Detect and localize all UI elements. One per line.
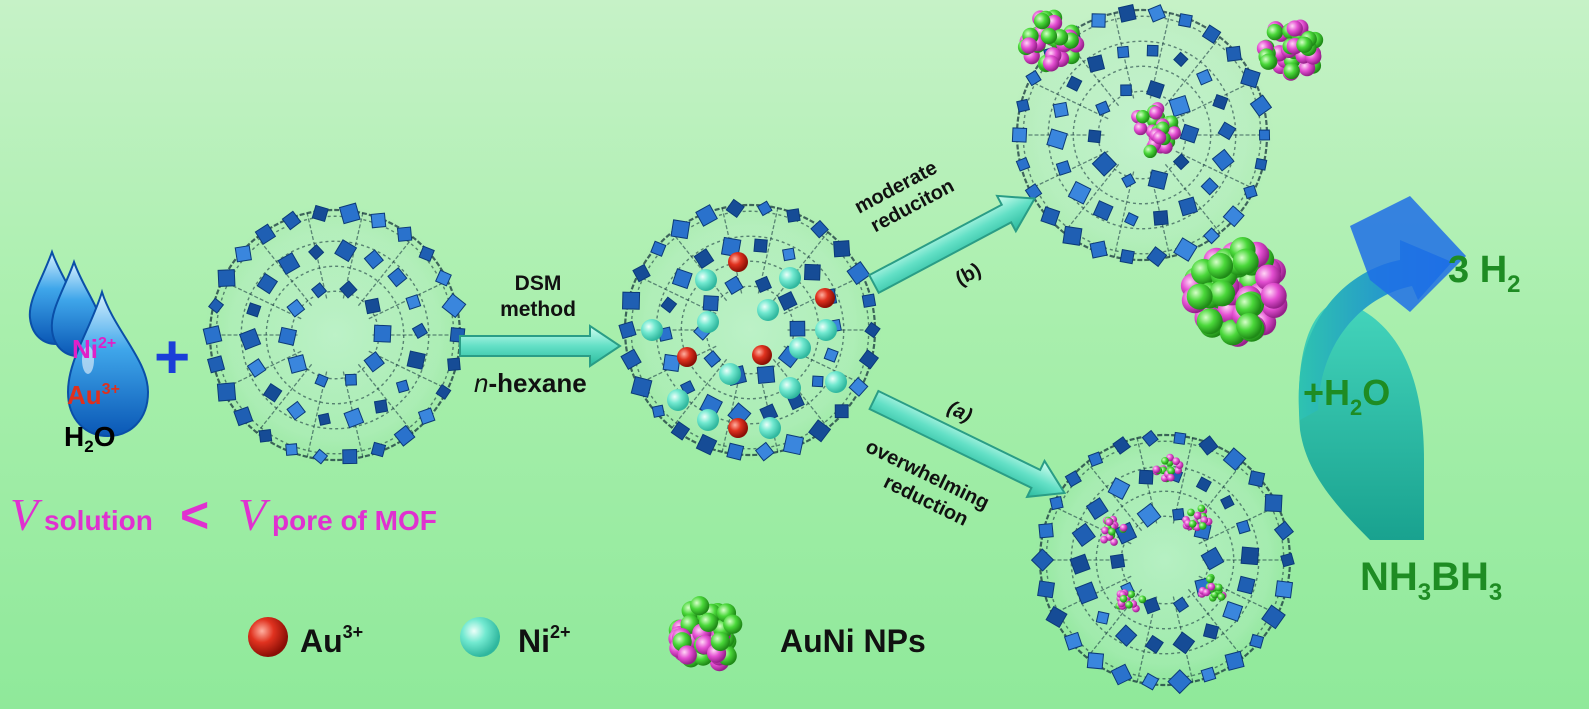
legend-np-label: AuNi NPs: [780, 623, 926, 659]
overwhelming-arrow: [868, 389, 1067, 499]
less-than-sign: <: [180, 487, 209, 543]
water-reactant: +H2O: [1303, 372, 1390, 420]
ni-ion-label: Ni2+: [72, 334, 116, 364]
solution-droplets: [28, 249, 150, 438]
legend: Au3+ Ni2+ AuNi NPs: [248, 596, 926, 672]
legend-au-sphere: [248, 617, 288, 657]
plus-sign: +: [154, 323, 190, 392]
droplet-highlight: [82, 346, 94, 374]
solvent-label: n-hexane: [474, 368, 587, 398]
path-a-tag: (a): [944, 397, 976, 428]
v-solution-subscript: solution: [44, 505, 153, 536]
legend-aunipt-cluster: [668, 596, 743, 672]
v-solution-symbol: V: [10, 489, 43, 540]
droplet-main: [66, 288, 150, 438]
volume-comparison: V solution < V pore of MOF: [10, 487, 437, 543]
method-label: method: [500, 298, 576, 321]
v-pore-subscript: pore of MOF: [272, 505, 437, 536]
hydrolysis-arrow: [1298, 196, 1466, 540]
mof-cage-overwhelming: [1030, 429, 1296, 695]
au-ion-label: Au3+: [67, 380, 120, 410]
legend-ni-sphere: [460, 617, 500, 657]
v-pore-symbol: V: [238, 489, 271, 540]
water-label: H2O: [64, 421, 115, 456]
mof-cage-loaded: [618, 198, 881, 462]
legend-ni-label: Ni2+: [518, 622, 571, 659]
hydrogen-product: 3 H2: [1448, 249, 1521, 298]
dsm-arrow: [459, 324, 622, 368]
ammonia-borane: NH3BH3: [1360, 555, 1502, 606]
mof-cage-empty: [202, 202, 467, 466]
legend-au-label: Au3+: [300, 622, 363, 659]
moderate-text: moderate reduciton: [851, 157, 958, 237]
moderate-arrow: [867, 194, 1037, 295]
nanoparticle-clusters: [1017, 9, 1324, 347]
dsm-label: DSM: [515, 272, 562, 295]
path-b-tag: (b): [952, 259, 985, 290]
